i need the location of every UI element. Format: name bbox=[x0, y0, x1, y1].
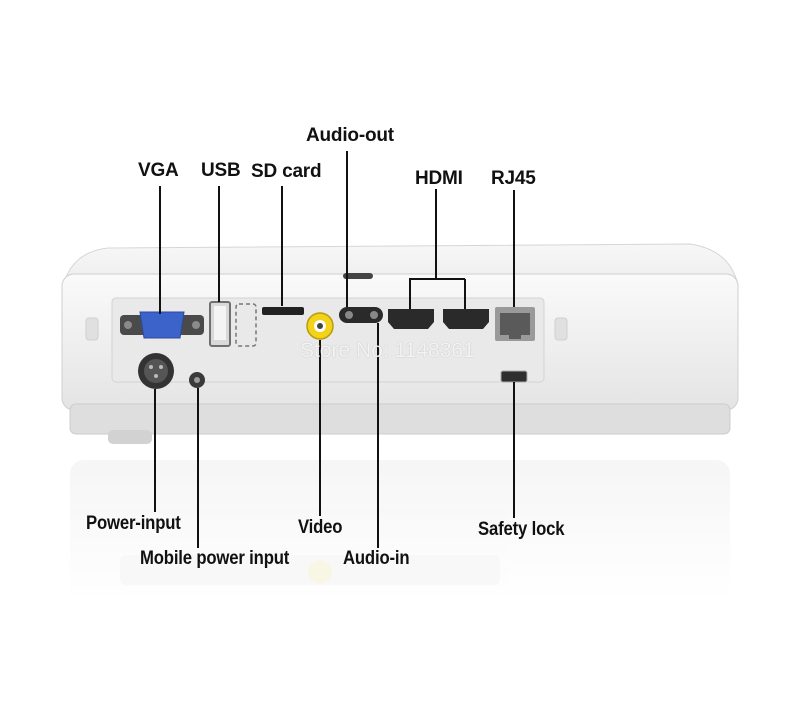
rj45-label: RJ45 bbox=[491, 168, 536, 189]
store-watermark: Store No: 1148361 bbox=[300, 339, 475, 362]
mobile-power-input-label: Mobile power input bbox=[140, 548, 290, 569]
vga-port-icon bbox=[120, 311, 204, 339]
mobile-power-input-port-icon bbox=[189, 372, 205, 388]
sd-card-label: SD card bbox=[251, 161, 322, 182]
audio-out-label: Audio-out bbox=[306, 125, 394, 146]
projector-reflection bbox=[70, 460, 730, 600]
leader-lines bbox=[154, 151, 515, 548]
projector-base bbox=[69, 403, 731, 435]
projector-foot bbox=[108, 430, 152, 444]
sd-card-slot-outline-icon bbox=[235, 303, 257, 347]
hdmi-leader-line bbox=[409, 189, 437, 309]
rj45-port-icon bbox=[495, 307, 535, 341]
video-label: Video bbox=[298, 517, 343, 538]
top-vent-mark bbox=[343, 273, 373, 279]
hdmi-label: HDMI bbox=[415, 168, 463, 189]
left-clip bbox=[85, 317, 99, 341]
hdmi-port-1-icon bbox=[388, 309, 434, 329]
video-port-icon bbox=[306, 312, 334, 340]
vga-label: VGA bbox=[138, 160, 179, 181]
hdmi-port-2-icon bbox=[443, 309, 489, 329]
sd-card-slot-icon bbox=[262, 307, 304, 315]
audio-out-port-icon bbox=[339, 307, 383, 323]
safety-lock-icon bbox=[500, 370, 528, 383]
audio-in-label: Audio-in bbox=[343, 548, 410, 569]
usb-port-icon bbox=[209, 301, 231, 347]
safety-lock-label: Safety lock bbox=[478, 519, 565, 540]
right-clip bbox=[554, 317, 568, 341]
power-input-port-icon bbox=[138, 353, 174, 389]
usb-label: USB bbox=[201, 160, 241, 181]
power-input-label: Power-input bbox=[86, 513, 181, 534]
